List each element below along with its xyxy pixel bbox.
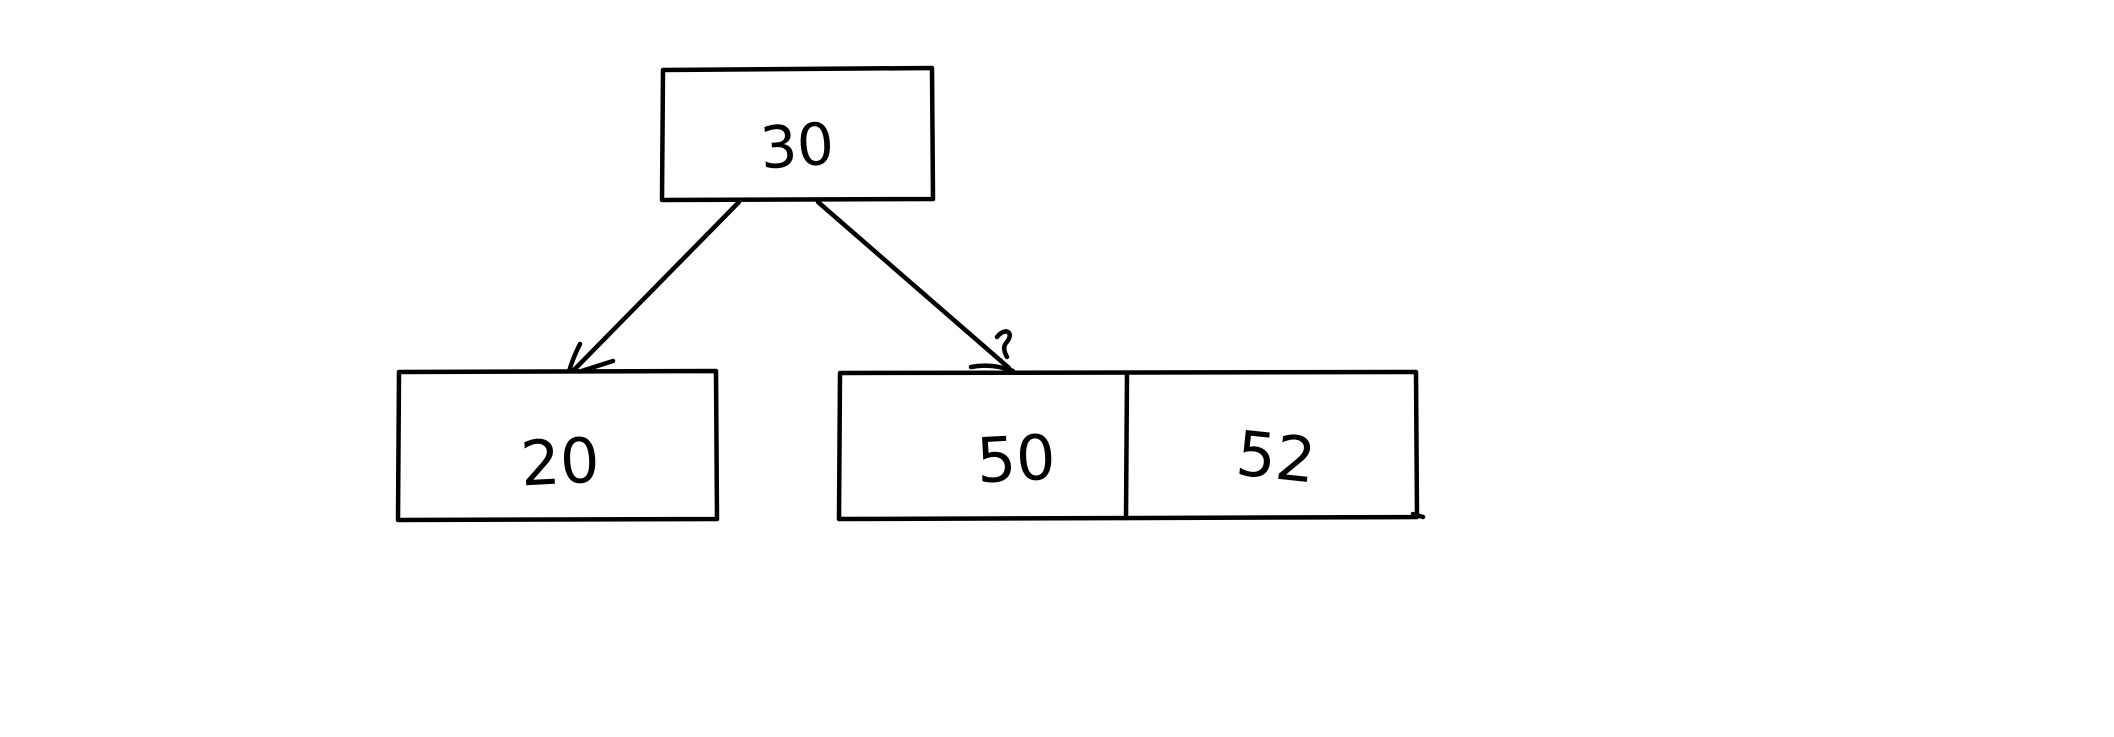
right-child-node: 50 52 [836,369,1426,522]
right-child-cell-divider [1123,370,1130,521]
root-node-label: 30 [758,110,836,183]
left-child-node-label: 20 [519,423,602,500]
edge-root-to-left-line [567,199,742,377]
right-child-cell-2-label: 52 [1233,417,1319,498]
edge-root-to-left [565,199,742,379]
left-child-node: 20 [395,368,720,523]
edge-root-to-right [815,199,1016,374]
left-child-node-box [395,368,720,523]
edge-root-to-right-arrowhead [994,329,1012,360]
right-child-cell-1-label: 50 [975,420,1058,497]
right-child-corner-overshoot [1410,511,1426,520]
edge-root-to-right-line [815,199,1012,371]
root-node: 30 [659,65,936,203]
root-node-box [659,65,936,203]
edge-root-to-right-arrowhead-barb [968,363,1016,374]
